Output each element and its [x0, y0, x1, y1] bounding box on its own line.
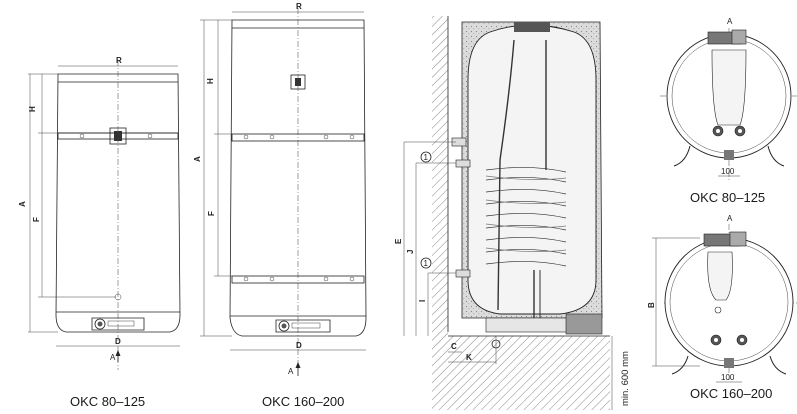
dim-R-label: R: [116, 56, 122, 65]
top-view-small: A 100: [660, 17, 797, 180]
dim-100: 100: [721, 373, 735, 382]
caption-front-small: OKC 80–125: [70, 394, 146, 409]
marker-1-upper: 1: [424, 153, 429, 162]
top-view-large: A B 100: [647, 214, 797, 383]
dim-D-label: D: [115, 337, 121, 346]
dim-K-label: K: [466, 353, 472, 362]
section-A-label: A: [288, 367, 294, 376]
label-A: A: [727, 17, 733, 26]
dim-D-label: D: [296, 341, 302, 350]
caption-top-small: OKC 80–125: [690, 190, 766, 205]
dim-F-label: F: [32, 217, 41, 222]
caption-top-large: OKC 160–200: [690, 386, 773, 401]
clearance-label: min. 600 mm: [620, 351, 631, 406]
dim-A-label: A: [193, 156, 202, 162]
dim-R-label: R: [296, 2, 302, 11]
dim-A-label: A: [18, 201, 27, 207]
dim-100: 100: [721, 167, 735, 176]
section-view: E J I 1 1 C K min. 600 mm: [394, 16, 631, 410]
dim-B-label: B: [647, 302, 656, 308]
dim-H-label: H: [28, 106, 37, 112]
dim-H-label: H: [206, 78, 215, 84]
caption-front-large: OKC 160–200: [262, 394, 345, 409]
front-view-small: R H A F D A: [18, 56, 181, 370]
section-A-label: A: [110, 353, 116, 362]
dim-F-label: F: [207, 211, 216, 216]
marker-1-lower: 1: [424, 259, 429, 268]
front-view-large: R H A F D A: [193, 2, 367, 376]
dim-I-label: I: [418, 300, 427, 302]
dim-J-label: J: [406, 250, 415, 254]
dim-E-label: E: [394, 238, 403, 244]
label-A: A: [727, 214, 733, 223]
dim-C-label: C: [451, 342, 457, 351]
